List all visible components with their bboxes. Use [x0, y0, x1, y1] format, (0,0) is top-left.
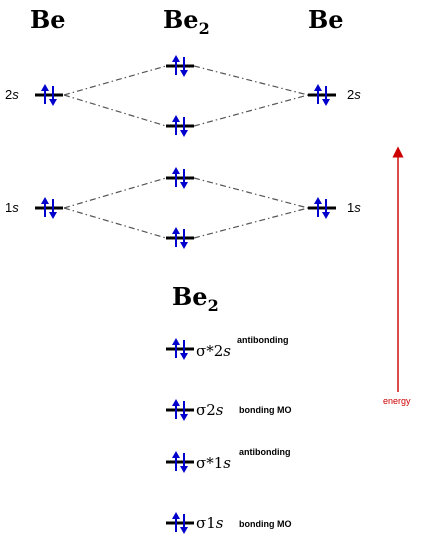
summary-sigma-1s-note: bonding MO	[239, 519, 291, 529]
correlation-lines	[63, 65, 309, 239]
summary-sigma-star-2s-level	[166, 338, 194, 360]
summary-title: Be2	[172, 282, 219, 315]
connector-left-1s-to-sigma-star-1s	[63, 177, 167, 209]
spin-up-arrowhead	[41, 197, 49, 204]
spin-up-arrowhead	[172, 55, 180, 62]
spin-up-arrowhead	[172, 227, 180, 234]
summary-sigma-1s-label: σ1s	[196, 514, 224, 532]
left-atom-label: Be	[30, 5, 66, 34]
left-2s-label: 2s	[5, 87, 19, 102]
spin-down-arrowhead	[49, 212, 57, 219]
spin-down-arrowhead	[180, 182, 188, 189]
summary-sigma-star-1s-label: σ*1s	[196, 454, 231, 472]
right-atom-label: Be	[308, 5, 344, 34]
spin-up-arrowhead	[172, 338, 180, 345]
spin-up-arrowhead	[172, 167, 180, 174]
summary-sigma-2s-level	[166, 399, 194, 421]
sigma-1s-level	[166, 227, 194, 249]
summary-sigma-2s-note: bonding MO	[239, 405, 291, 415]
left-2s-level	[35, 84, 63, 106]
right-2s-level	[308, 84, 336, 106]
spin-down-arrowhead	[180, 70, 188, 77]
left-1s-level	[35, 197, 63, 219]
energy-levels	[35, 55, 336, 534]
connector-left-2s-to-sigma-star-2s	[63, 65, 167, 96]
spin-up-arrowhead	[172, 451, 180, 458]
summary-sigma-2s-label: σ2s	[196, 401, 224, 419]
spin-down-arrowhead	[49, 99, 57, 106]
right-1s-label: 1s	[347, 200, 361, 215]
summary-sigma-star-2s-note: antibonding	[237, 335, 289, 345]
summary-sigma-star-1s-note: antibonding	[239, 447, 291, 457]
right-2s-label: 2s	[347, 87, 361, 102]
connector-sigma-2s-to-right-2s	[193, 94, 309, 127]
energy-axis-label: energy	[383, 396, 411, 406]
connector-left-2s-to-sigma-2s	[63, 94, 167, 127]
spin-down-arrowhead	[180, 527, 188, 534]
spin-down-arrowhead	[180, 242, 188, 249]
spin-down-arrowhead	[180, 353, 188, 360]
connector-sigma-star-1s-to-right-1s	[193, 177, 309, 209]
summary-sigma-star-2s-label: σ*2s	[196, 342, 231, 360]
spin-down-arrowhead	[180, 466, 188, 473]
spin-up-arrowhead	[41, 84, 49, 91]
connector-sigma-star-2s-to-right-2s	[193, 65, 309, 96]
summary-sigma-star-1s-level	[166, 451, 194, 473]
spin-up-arrowhead	[172, 512, 180, 519]
summary-sigma-1s-level	[166, 512, 194, 534]
spin-down-arrowhead	[180, 414, 188, 421]
left-1s-label: 1s	[5, 200, 19, 215]
spin-up-arrowhead	[314, 197, 322, 204]
molecule-label: Be2	[163, 5, 210, 38]
sigma-2s-level	[166, 115, 194, 137]
right-1s-level	[308, 197, 336, 219]
spin-down-arrowhead	[322, 212, 330, 219]
connector-sigma-1s-to-right-1s	[193, 207, 309, 239]
spin-up-arrowhead	[172, 399, 180, 406]
spin-down-arrowhead	[180, 130, 188, 137]
spin-up-arrowhead	[172, 115, 180, 122]
spin-up-arrowhead	[314, 84, 322, 91]
sigma-star-2s-level	[166, 55, 194, 77]
spin-down-arrowhead	[322, 99, 330, 106]
sigma-star-1s-level	[166, 167, 194, 189]
connector-left-1s-to-sigma-1s	[63, 207, 167, 239]
